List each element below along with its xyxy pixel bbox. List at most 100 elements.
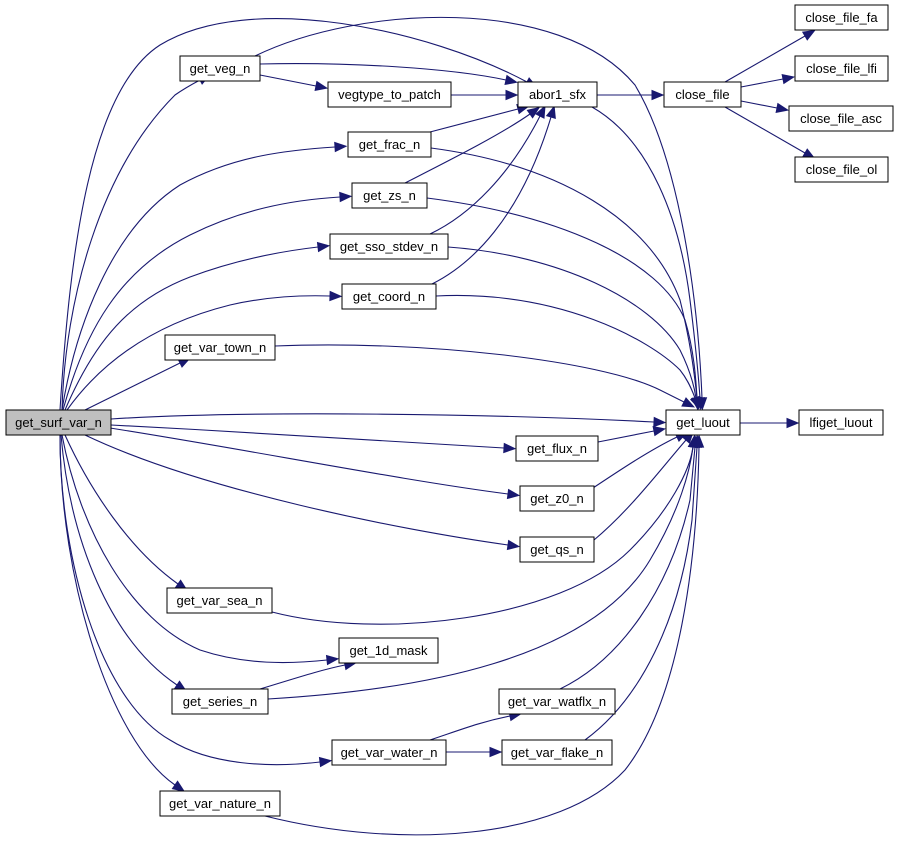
edge-get_var_watflx_n-to-get_luout xyxy=(559,446,696,690)
node-label-get_series_n: get_series_n xyxy=(183,694,257,709)
edge-get_flux_n-to-get_luout xyxy=(597,430,655,443)
edge-get_frac_n-to-get_luout xyxy=(430,147,698,399)
edge-get_var_flake_n-to-get_luout xyxy=(584,446,698,741)
node-box-get_veg_n xyxy=(179,55,261,82)
node-box-get_sso_stdev_n xyxy=(329,233,449,260)
node-label-get_qs_n: get_qs_n xyxy=(530,542,584,557)
node-box-close_file_ol xyxy=(794,156,889,183)
node-label-get_zs_n: get_zs_n xyxy=(363,188,416,203)
arrowhead-get_var_town_n-to-get_luout xyxy=(681,397,696,408)
arrowhead-abor1_sfx-to-close_file xyxy=(651,89,665,101)
arrowhead-get_veg_n-to-abor1_sfx xyxy=(504,74,519,86)
edge-get_surf_var_n-to-get_var_nature_n xyxy=(59,434,176,786)
node-box-lfiget_luout xyxy=(798,409,884,436)
node-abor1_sfx[interactable]: abor1_sfx xyxy=(517,81,598,108)
edge-get_veg_n-to-abor1_sfx xyxy=(259,63,507,81)
edge-get_qs_n-to-get_luout xyxy=(593,439,687,541)
arrowhead-get_coord_n-to-abor1_sfx xyxy=(545,105,556,119)
node-get_qs_n[interactable]: get_qs_n xyxy=(519,536,595,563)
node-box-get_series_n xyxy=(171,688,269,715)
node-box-get_zs_n xyxy=(351,182,428,209)
node-box-get_surf_var_n xyxy=(5,409,112,436)
node-box-get_var_sea_n xyxy=(166,587,273,614)
node-box-close_file xyxy=(663,81,742,108)
node-close_file_asc[interactable]: close_file_asc xyxy=(788,105,894,132)
edge-get_zs_n-to-abor1_sfx xyxy=(404,113,531,184)
node-label-get_var_watflx_n: get_var_watflx_n xyxy=(508,694,606,709)
node-close_file[interactable]: close_file xyxy=(663,81,742,108)
node-get_var_nature_n[interactable]: get_var_nature_n xyxy=(159,790,281,817)
node-get_veg_n[interactable]: get_veg_n xyxy=(179,55,261,82)
arrowhead-close_file-to-close_file_fa xyxy=(801,29,816,41)
edge-get_surf_var_n-to-abor1_sfx xyxy=(59,18,528,411)
node-label-get_flux_n: get_flux_n xyxy=(527,441,587,456)
arrowhead-get_veg_n-to-vegtype_to_patch xyxy=(314,80,329,92)
node-get_var_water_n[interactable]: get_var_water_n xyxy=(331,739,447,766)
node-close_file_lfi[interactable]: close_file_lfi xyxy=(794,55,889,82)
arrowhead-get_surf_var_n-to-get_qs_n xyxy=(506,539,521,551)
arrowhead-close_file-to-close_file_lfi xyxy=(781,73,796,85)
node-box-get_var_flake_n xyxy=(501,739,613,766)
arrowhead-get_var_nature_n-to-get_luout xyxy=(693,434,705,448)
edge-get_series_n-to-get_luout xyxy=(267,446,694,700)
node-get_flux_n[interactable]: get_flux_n xyxy=(515,435,599,462)
node-label-close_file_asc: close_file_asc xyxy=(800,111,882,126)
arrowhead-get_surf_var_n-to-get_z0_n xyxy=(506,488,521,500)
node-label-vegtype_to_patch: vegtype_to_patch xyxy=(338,87,441,102)
node-get_var_flake_n[interactable]: get_var_flake_n xyxy=(501,739,613,766)
arrowhead-get_sso_stdev_n-to-abor1_sfx xyxy=(535,105,546,119)
edge-get_surf_var_n-to-get_z0_n xyxy=(109,427,509,495)
node-box-get_var_town_n xyxy=(164,334,276,361)
node-get_1d_mask[interactable]: get_1d_mask xyxy=(338,637,439,664)
edge-get_veg_n-to-get_luout xyxy=(254,16,703,399)
node-box-get_var_nature_n xyxy=(159,790,281,817)
call-graph-nodes: get_surf_var_n get_veg_n vegtype_to_patch a… xyxy=(5,4,894,817)
node-get_frac_n[interactable]: get_frac_n xyxy=(347,131,432,158)
edge-get_surf_var_n-to-get_veg_n xyxy=(61,79,201,411)
node-get_series_n[interactable]: get_series_n xyxy=(171,688,269,715)
edge-get_surf_var_n-to-get_1d_mask xyxy=(61,434,328,664)
edge-get_surf_var_n-to-get_sso_stdev_n xyxy=(64,246,319,411)
edge-get_surf_var_n-to-get_coord_n xyxy=(66,295,331,411)
node-box-get_var_water_n xyxy=(331,739,447,766)
node-label-close_file: close_file xyxy=(675,87,729,102)
node-get_coord_n[interactable]: get_coord_n xyxy=(341,283,437,310)
edge-get_series_n-to-get_1d_mask xyxy=(259,664,346,690)
arrowhead-get_surf_var_n-to-get_sso_stdev_n xyxy=(316,241,331,253)
node-label-get_var_water_n: get_var_water_n xyxy=(341,745,438,760)
arrowhead-get_luout-to-lfiget_luout xyxy=(786,417,800,429)
edge-get_surf_var_n-to-get_luout xyxy=(110,413,655,423)
node-label-get_veg_n: get_veg_n xyxy=(190,61,251,76)
node-label-get_frac_n: get_frac_n xyxy=(359,137,420,152)
edge-get_surf_var_n-to-get_var_town_n xyxy=(84,362,181,411)
node-label-get_var_nature_n: get_var_nature_n xyxy=(169,796,271,811)
node-close_file_ol[interactable]: close_file_ol xyxy=(794,156,889,183)
node-get_surf_var_n[interactable]: get_surf_var_n xyxy=(5,409,112,436)
arrowhead-get_coord_n-to-get_luout xyxy=(689,395,700,410)
arrowhead-get_surf_var_n-to-get_var_nature_n xyxy=(171,780,186,793)
node-close_file_fa[interactable]: close_file_fa xyxy=(794,4,889,31)
node-box-get_luout xyxy=(665,409,741,436)
edge-get_veg_n-to-vegtype_to_patch xyxy=(259,74,317,87)
node-label-lfiget_luout: lfiget_luout xyxy=(810,415,873,430)
node-label-get_luout: get_luout xyxy=(676,415,730,430)
edge-get_surf_var_n-to-get_frac_n xyxy=(61,146,336,411)
node-get_zs_n[interactable]: get_zs_n xyxy=(351,182,428,209)
node-vegtype_to_patch[interactable]: vegtype_to_patch xyxy=(327,81,452,108)
arrowhead-get_surf_var_n-to-get_flux_n xyxy=(503,442,517,454)
edge-close_file-to-close_file_fa xyxy=(724,35,806,83)
edge-get_z0_n-to-get_luout xyxy=(589,436,678,491)
node-lfiget_luout[interactable]: lfiget_luout xyxy=(798,409,884,436)
arrowhead-get_flux_n-to-get_luout xyxy=(652,425,667,437)
arrowhead-vegtype_to_patch-to-abor1_sfx xyxy=(505,89,519,101)
node-label-get_1d_mask: get_1d_mask xyxy=(349,643,428,658)
arrowhead-get_surf_var_n-to-get_var_water_n xyxy=(318,756,333,768)
node-get_z0_n[interactable]: get_z0_n xyxy=(519,485,595,512)
node-get_sso_stdev_n[interactable]: get_sso_stdev_n xyxy=(329,233,449,260)
node-get_var_town_n[interactable]: get_var_town_n xyxy=(164,334,276,361)
node-get_var_sea_n[interactable]: get_var_sea_n xyxy=(166,587,273,614)
node-get_var_watflx_n[interactable]: get_var_watflx_n xyxy=(498,688,616,715)
node-get_luout[interactable]: get_luout xyxy=(665,409,741,436)
edge-get_var_nature_n-to-get_luout xyxy=(264,446,700,836)
